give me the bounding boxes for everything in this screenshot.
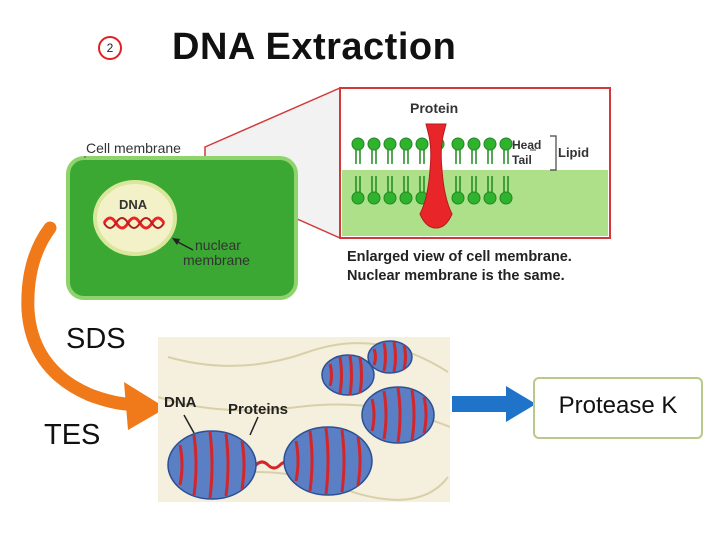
- lipid-bracket: [550, 135, 557, 171]
- nucleosome-top: [321, 354, 375, 396]
- cell-membrane-diagram: [66, 86, 611, 300]
- tes-label: TES: [44, 419, 101, 451]
- nuclear-membrane-label: nuclear membrane: [183, 237, 250, 268]
- blue-arrow: [452, 386, 536, 422]
- sds-label: SDS: [66, 323, 126, 355]
- chromatin-dna-label: DNA: [164, 394, 197, 411]
- tail-label: Tail: [512, 153, 532, 167]
- nuclear-membrane-label-line2: membrane: [183, 252, 250, 268]
- step-number-badge: 2: [98, 36, 122, 60]
- proteins-pointer: [249, 416, 259, 436]
- dna-pointer: [183, 414, 195, 434]
- nucleus-dna-strand-2: [103, 217, 165, 229]
- nucleus-dna-strand: [102, 216, 166, 230]
- cell-membrane-label: Cell membrane: [86, 140, 181, 156]
- protein-label: Protein: [410, 100, 459, 116]
- protease-k-label: Protease K: [558, 392, 678, 419]
- nucleosome-top-right: [367, 340, 413, 374]
- head-label: Head: [512, 138, 542, 152]
- nuclear-membrane-label-line1: nuclear: [195, 237, 241, 253]
- membrane-caption: Enlarged view of cell membrane. Nuclear …: [347, 248, 572, 286]
- caption-line-2: Nuclear membrane is the same.: [347, 268, 565, 284]
- nucleus-dna-label: DNA: [119, 197, 148, 212]
- slide-title: DNA Extraction: [172, 26, 457, 68]
- nucleosome-bottom-left: [167, 430, 257, 500]
- chromatin-diagram: [158, 337, 450, 502]
- caption-line-1: Enlarged view of cell membrane.: [347, 249, 572, 265]
- chromatin-proteins-label: Proteins: [228, 401, 289, 418]
- lipid-label: Lipid: [558, 145, 590, 160]
- membrane-protein: [419, 123, 453, 229]
- nucleosome-bottom-middle: [283, 426, 373, 496]
- nuclear-membrane-arrowhead: [172, 238, 180, 245]
- nucleosome-right: [361, 386, 435, 444]
- orange-curved-arrow: [21, 221, 166, 430]
- protease-k-box: [533, 377, 703, 439]
